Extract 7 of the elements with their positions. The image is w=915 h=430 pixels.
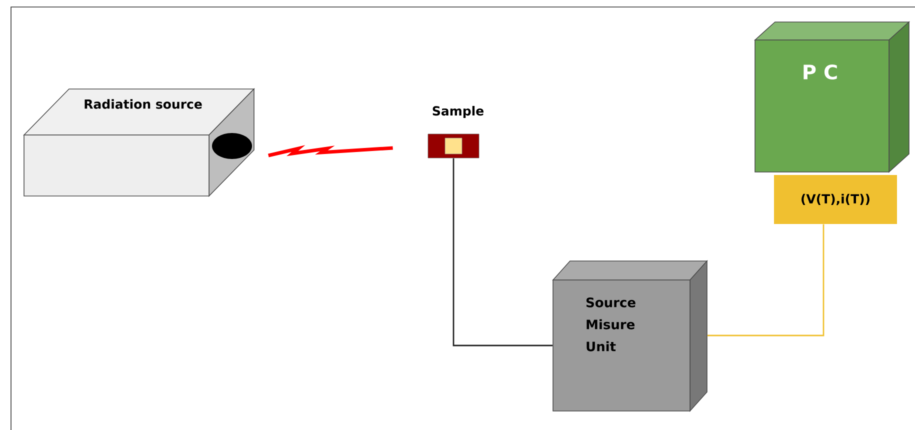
radiation-beam: [268, 145, 393, 158]
cable: [707, 224, 824, 336]
node-label: Radiation source: [84, 99, 202, 109]
sample-holder: Sample: [428, 106, 484, 158]
signal-box: (V(T),i(T)): [774, 175, 897, 224]
node-label: Sample: [432, 106, 484, 118]
cable: [452, 158, 553, 346]
